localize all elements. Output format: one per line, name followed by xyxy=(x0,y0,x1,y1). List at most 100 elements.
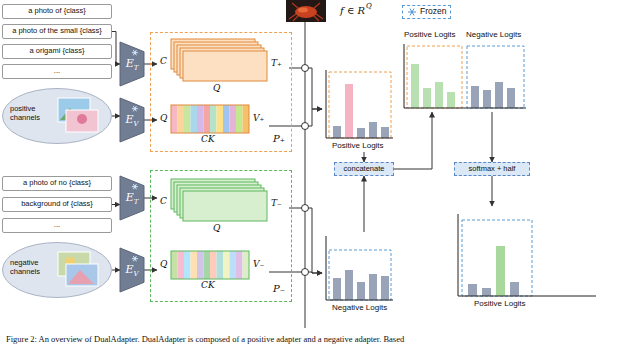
polygon-shape xyxy=(120,98,144,142)
line-shape xyxy=(133,50,136,55)
flow-arrow xyxy=(492,112,493,162)
node-text: V₋ xyxy=(253,259,264,269)
rect-shape xyxy=(210,105,217,133)
rect-shape xyxy=(217,251,224,279)
rect-shape xyxy=(236,251,243,279)
polygon-shape xyxy=(120,42,144,86)
prompt-box: ... xyxy=(2,64,112,79)
rect-shape xyxy=(411,64,419,108)
rect-shape xyxy=(496,246,505,296)
feature-dimension: Q xyxy=(366,2,372,10)
rect-shape xyxy=(184,105,191,133)
node-text: P₊ xyxy=(273,133,285,145)
operation-box: softmax + half xyxy=(454,162,530,176)
node-text: T xyxy=(134,64,139,72)
node-text: T₋ xyxy=(271,198,282,208)
rect-shape xyxy=(286,0,326,22)
node-text: a photo of the small {class} xyxy=(12,27,102,36)
flow-arrow xyxy=(112,116,120,117)
node-text: T₊ xyxy=(271,58,282,68)
rect-shape xyxy=(329,72,391,138)
node-text: Positive Logits xyxy=(404,30,456,39)
shape-outline xyxy=(157,37,289,99)
visual-feature-matrix: Q CK V₋ xyxy=(157,249,269,295)
prompt-box: a origami {class} xyxy=(2,44,112,59)
node-text: V xyxy=(133,270,138,278)
rect-shape xyxy=(204,105,211,133)
rect-shape xyxy=(183,191,267,221)
path-shape xyxy=(326,236,393,300)
flow-arrow xyxy=(112,32,120,65)
ellipse-shape xyxy=(3,243,112,298)
ellipse-shape xyxy=(295,6,317,18)
rect-shape xyxy=(333,278,341,300)
node-text: Negative Logits xyxy=(466,30,521,39)
product-node xyxy=(302,269,309,276)
negative-logits-chart xyxy=(326,236,393,300)
node-text: softmax + half xyxy=(469,165,516,174)
node-text: E xyxy=(126,58,134,71)
legend-sample xyxy=(407,7,417,17)
line-shape xyxy=(133,106,136,111)
node-text: negative channels xyxy=(10,259,56,276)
rect-shape xyxy=(329,250,391,300)
ellipse-shape xyxy=(298,8,308,13)
rect-shape xyxy=(369,274,377,300)
circle-shape xyxy=(77,114,87,124)
rect-shape xyxy=(66,110,98,132)
logits-chart: Negative Logits xyxy=(322,232,394,314)
prompt-box: ... xyxy=(2,218,112,233)
rect-shape xyxy=(217,105,224,133)
node-text: Positive Logits xyxy=(474,299,526,308)
rect-shape xyxy=(243,105,250,133)
positive-logits-chart xyxy=(326,70,393,138)
node-text: Q xyxy=(160,259,167,269)
rect-shape xyxy=(184,251,191,279)
adapter-box: P₋CQT₋QCKV₋ xyxy=(150,170,292,302)
prompt-box: a photo of no {class} xyxy=(2,176,112,191)
rect-shape xyxy=(243,251,250,279)
prompt-box: background of {class} xyxy=(2,197,112,212)
rect-shape xyxy=(407,46,462,108)
node-text: CK xyxy=(201,280,215,290)
node-text: concatenate xyxy=(344,165,385,174)
channel-ellipse: negative channels xyxy=(2,242,112,298)
rect-shape xyxy=(197,105,204,133)
path-shape xyxy=(458,214,596,296)
node-text: V₊ xyxy=(253,113,264,123)
legend-item: Frozen xyxy=(402,5,451,19)
prompt-box: a photo of the small {class} xyxy=(2,24,112,39)
rect-shape xyxy=(447,92,455,108)
node-text: Q xyxy=(160,113,167,123)
rect-shape xyxy=(197,251,204,279)
rect-shape xyxy=(191,105,198,133)
rect-shape xyxy=(381,276,389,300)
figure-caption: Figure 2: An overview of DualAdapter. Du… xyxy=(6,335,404,345)
rect-shape xyxy=(423,88,431,108)
rect-shape xyxy=(462,220,532,296)
feature-label: f ∈ R xyxy=(340,5,365,17)
rect-shape xyxy=(223,251,230,279)
flow-arrow xyxy=(269,272,322,273)
rect-shape xyxy=(230,105,237,133)
product-node xyxy=(302,65,309,72)
node-text: E xyxy=(125,114,133,127)
path-shape xyxy=(289,3,323,21)
product-node xyxy=(302,205,309,212)
legend-text: Frozen xyxy=(420,7,446,17)
polygon-shape xyxy=(120,176,144,220)
rect-shape xyxy=(381,127,389,138)
logits-chart: Positive Logits Negative Logits xyxy=(400,30,528,112)
node-text: T xyxy=(134,198,139,206)
logits-chart: Positive Logits xyxy=(322,66,394,152)
text-feature-matrix: CQT₋ xyxy=(157,177,289,239)
encoder-block: ET xyxy=(120,176,144,220)
operation-box: concatenate xyxy=(334,162,394,176)
path-shape xyxy=(326,70,393,138)
rect-shape xyxy=(171,251,249,279)
rect-shape xyxy=(191,251,198,279)
flow-arrow xyxy=(269,109,322,126)
node-text: Positive Logits xyxy=(332,141,384,150)
node-text: a origami {class} xyxy=(29,47,84,56)
